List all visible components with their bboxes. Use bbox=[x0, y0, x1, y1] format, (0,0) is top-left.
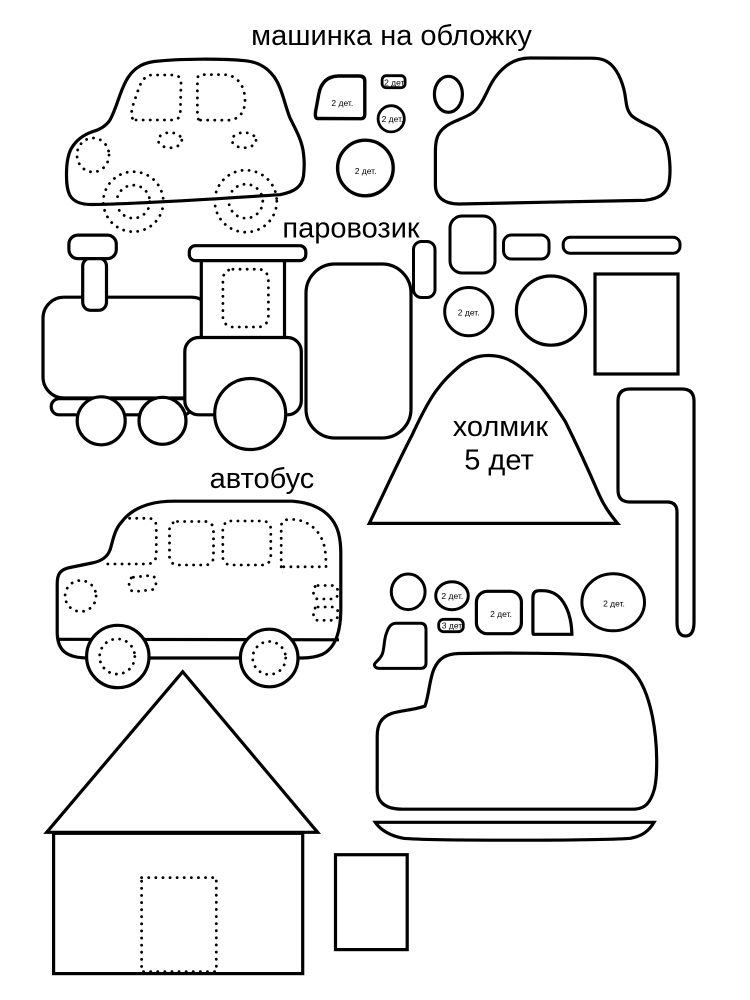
svg-text:2 дет.: 2 дет. bbox=[458, 307, 480, 317]
svg-text:2 дет.: 2 дет. bbox=[331, 98, 353, 108]
svg-text:3 дет: 3 дет bbox=[442, 621, 462, 631]
svg-text:2 дет.: 2 дет. bbox=[382, 114, 404, 124]
svg-text:2 дет.: 2 дет. bbox=[490, 609, 512, 619]
svg-text:2 дет.: 2 дет. bbox=[603, 598, 625, 608]
svg-text:2 дет.: 2 дет. bbox=[355, 166, 377, 176]
svg-text:паровозик: паровозик bbox=[282, 212, 419, 244]
svg-text:2 дет.: 2 дет. bbox=[384, 77, 406, 87]
svg-text:2 дет.: 2 дет. bbox=[441, 591, 463, 601]
svg-text:машинка на обложку: машинка на обложку bbox=[251, 20, 532, 52]
svg-text:автобус: автобус bbox=[210, 463, 315, 495]
svg-text:холмик: холмик bbox=[453, 411, 549, 443]
svg-text:5 дет: 5 дет bbox=[464, 445, 534, 477]
